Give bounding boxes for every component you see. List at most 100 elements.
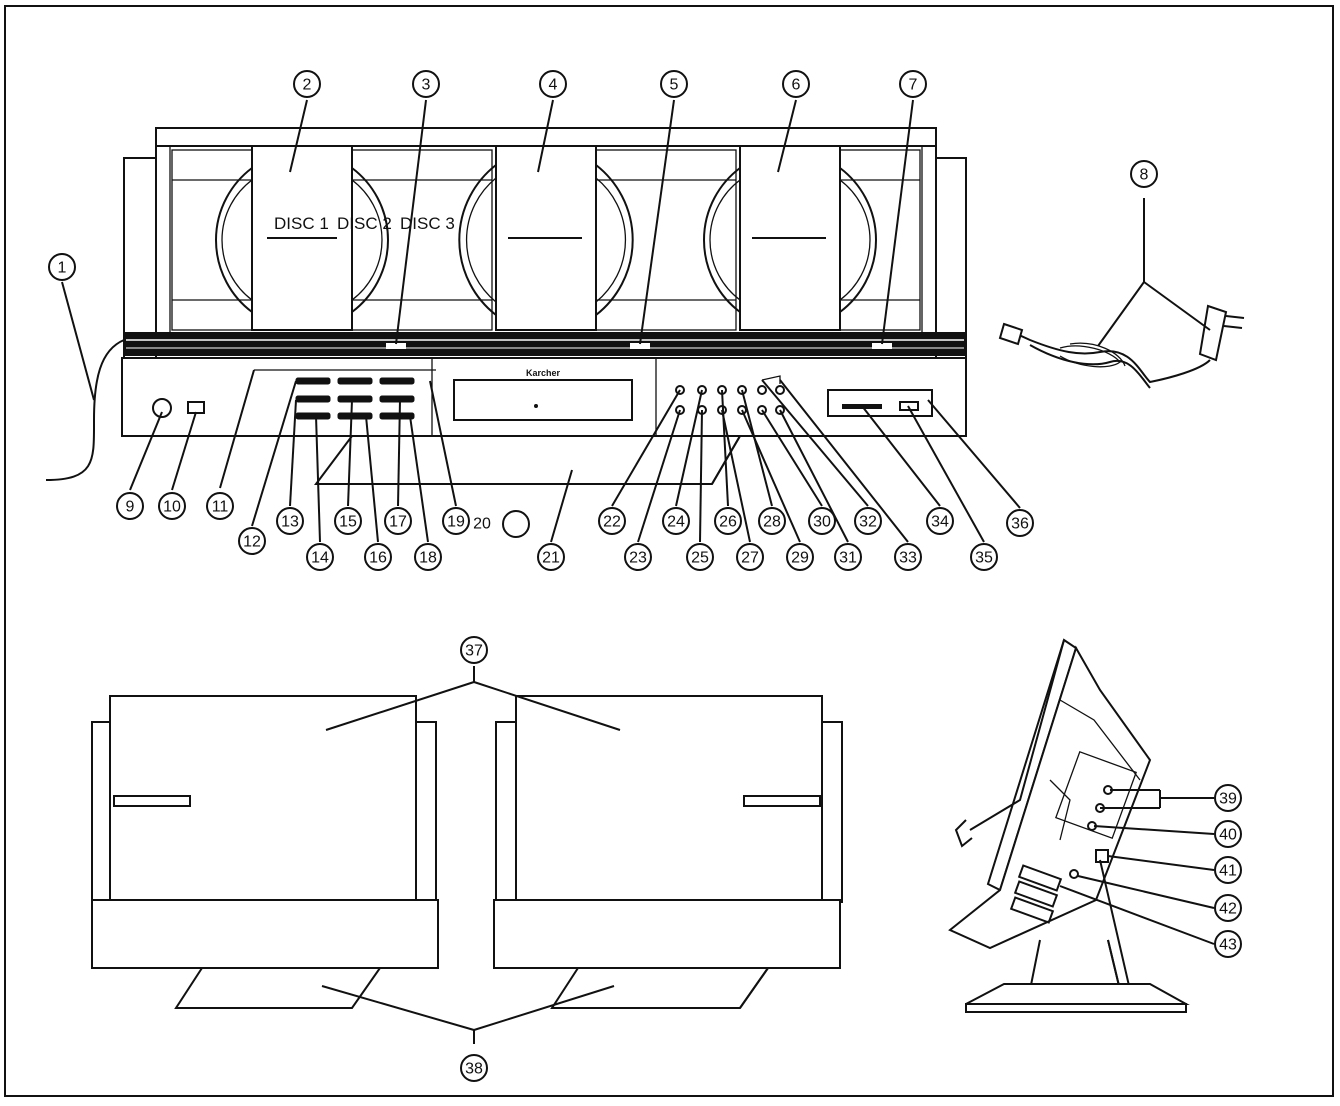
back-left-base xyxy=(91,899,439,969)
callout-circle xyxy=(364,543,392,571)
callout-circle xyxy=(414,543,442,571)
callout-25: 25 xyxy=(686,543,714,571)
callout-number: 19 xyxy=(447,514,465,531)
callout-circle xyxy=(736,543,764,571)
callout-24: 24 xyxy=(662,507,690,535)
callout-circle xyxy=(970,543,998,571)
callout-circle xyxy=(854,507,882,535)
right-speaker-edge xyxy=(935,157,967,359)
callout-13: 13 xyxy=(276,507,304,535)
display-window xyxy=(453,379,633,421)
callout-number: 36 xyxy=(1011,516,1029,533)
callout-number: 11 xyxy=(212,499,229,516)
callout-34: 34 xyxy=(926,507,954,535)
callout-43: 43 xyxy=(1214,930,1242,958)
callout-number: 20 xyxy=(473,516,491,533)
power-adapter xyxy=(998,198,1245,389)
callout-7: 7 xyxy=(899,70,927,98)
callout-circle xyxy=(206,492,234,520)
callout-number: 25 xyxy=(691,550,709,567)
callout-30: 30 xyxy=(808,507,836,535)
left-button-cluster xyxy=(295,377,415,420)
callout-number: 8 xyxy=(1140,167,1149,184)
front-view: DISC 1 DISC 2 DISC 3 Ka xyxy=(45,127,967,485)
control-panel xyxy=(121,357,967,437)
callout-number: 7 xyxy=(909,77,918,94)
callout-number: 13 xyxy=(281,514,299,531)
callout-number: 12 xyxy=(243,534,261,551)
callout-circle xyxy=(714,507,742,535)
callout-21: 21 xyxy=(537,543,565,571)
callout-circle xyxy=(384,507,412,535)
callout-12: 12 xyxy=(238,527,266,555)
outer-frame xyxy=(4,5,1334,1097)
callout-1: 1 xyxy=(48,253,76,281)
callout-number: 5 xyxy=(670,77,679,94)
callout-32: 32 xyxy=(854,507,882,535)
callout-number: 39 xyxy=(1219,791,1237,808)
callout-number: 37 xyxy=(465,643,483,660)
callout-circle xyxy=(926,507,954,535)
callout-36: 36 xyxy=(1006,509,1034,537)
callout-14: 14 xyxy=(306,543,334,571)
callout-number: 9 xyxy=(126,499,135,516)
callout-6: 6 xyxy=(782,70,810,98)
callout-23: 23 xyxy=(624,543,652,571)
power-knob[interactable] xyxy=(152,398,172,418)
callout-circle xyxy=(412,70,440,98)
callout-circle xyxy=(1214,784,1242,812)
callout-17: 17 xyxy=(384,507,412,535)
disc-label-1: DISC 1 xyxy=(274,214,329,233)
callout-circle xyxy=(537,543,565,571)
callout-33: 33 xyxy=(894,543,922,571)
callout-number: 16 xyxy=(369,550,387,567)
callout-number: 33 xyxy=(899,550,917,567)
callout-16: 16 xyxy=(364,543,392,571)
callout-circle xyxy=(786,543,814,571)
callout-3: 3 xyxy=(412,70,440,98)
callout-number: 42 xyxy=(1219,901,1237,918)
callout-number: 21 xyxy=(542,550,560,567)
callout-circle xyxy=(758,507,786,535)
cable xyxy=(45,339,125,481)
callout-number: 18 xyxy=(419,550,437,567)
callout-circle xyxy=(539,70,567,98)
callout-circle xyxy=(460,1054,488,1082)
callout-11: 11 xyxy=(206,492,234,520)
card-reader[interactable] xyxy=(827,389,933,417)
callout-circle xyxy=(1214,856,1242,884)
callout-number: 3 xyxy=(422,77,431,94)
callout-circle xyxy=(442,507,470,535)
callout-41: 41 xyxy=(1214,856,1242,884)
callout-29: 29 xyxy=(786,543,814,571)
callout-circle xyxy=(686,543,714,571)
callout-circle xyxy=(1130,160,1158,188)
callout-2: 2 xyxy=(293,70,321,98)
callout-number: 2 xyxy=(303,77,312,94)
callout-number: 23 xyxy=(629,550,647,567)
callout-circle xyxy=(116,492,144,520)
callout-number: 29 xyxy=(791,550,809,567)
leader-lines xyxy=(61,99,1021,543)
callout-38: 38 xyxy=(460,1054,488,1082)
callout-circle xyxy=(894,543,922,571)
callout-4: 4 xyxy=(539,70,567,98)
callout-22: 22 xyxy=(598,507,626,535)
callout-circle xyxy=(48,253,76,281)
callout-circle xyxy=(899,70,927,98)
callout-circle xyxy=(1214,820,1242,848)
disc-label-2: DISC 2 xyxy=(337,214,392,233)
back-view xyxy=(91,666,843,1044)
callout-number: 41 xyxy=(1219,863,1237,880)
callout-10: 10 xyxy=(158,492,186,520)
callout-circle xyxy=(276,507,304,535)
callout-circle xyxy=(158,492,186,520)
callout-number: 14 xyxy=(311,550,329,567)
callout-circle xyxy=(782,70,810,98)
callout-circle xyxy=(306,543,334,571)
callout-20: 20 xyxy=(473,516,491,533)
round-button-cluster xyxy=(675,385,785,415)
usb-port[interactable] xyxy=(899,401,919,411)
callout-37: 37 xyxy=(460,636,488,664)
callout-circle xyxy=(1214,894,1242,922)
